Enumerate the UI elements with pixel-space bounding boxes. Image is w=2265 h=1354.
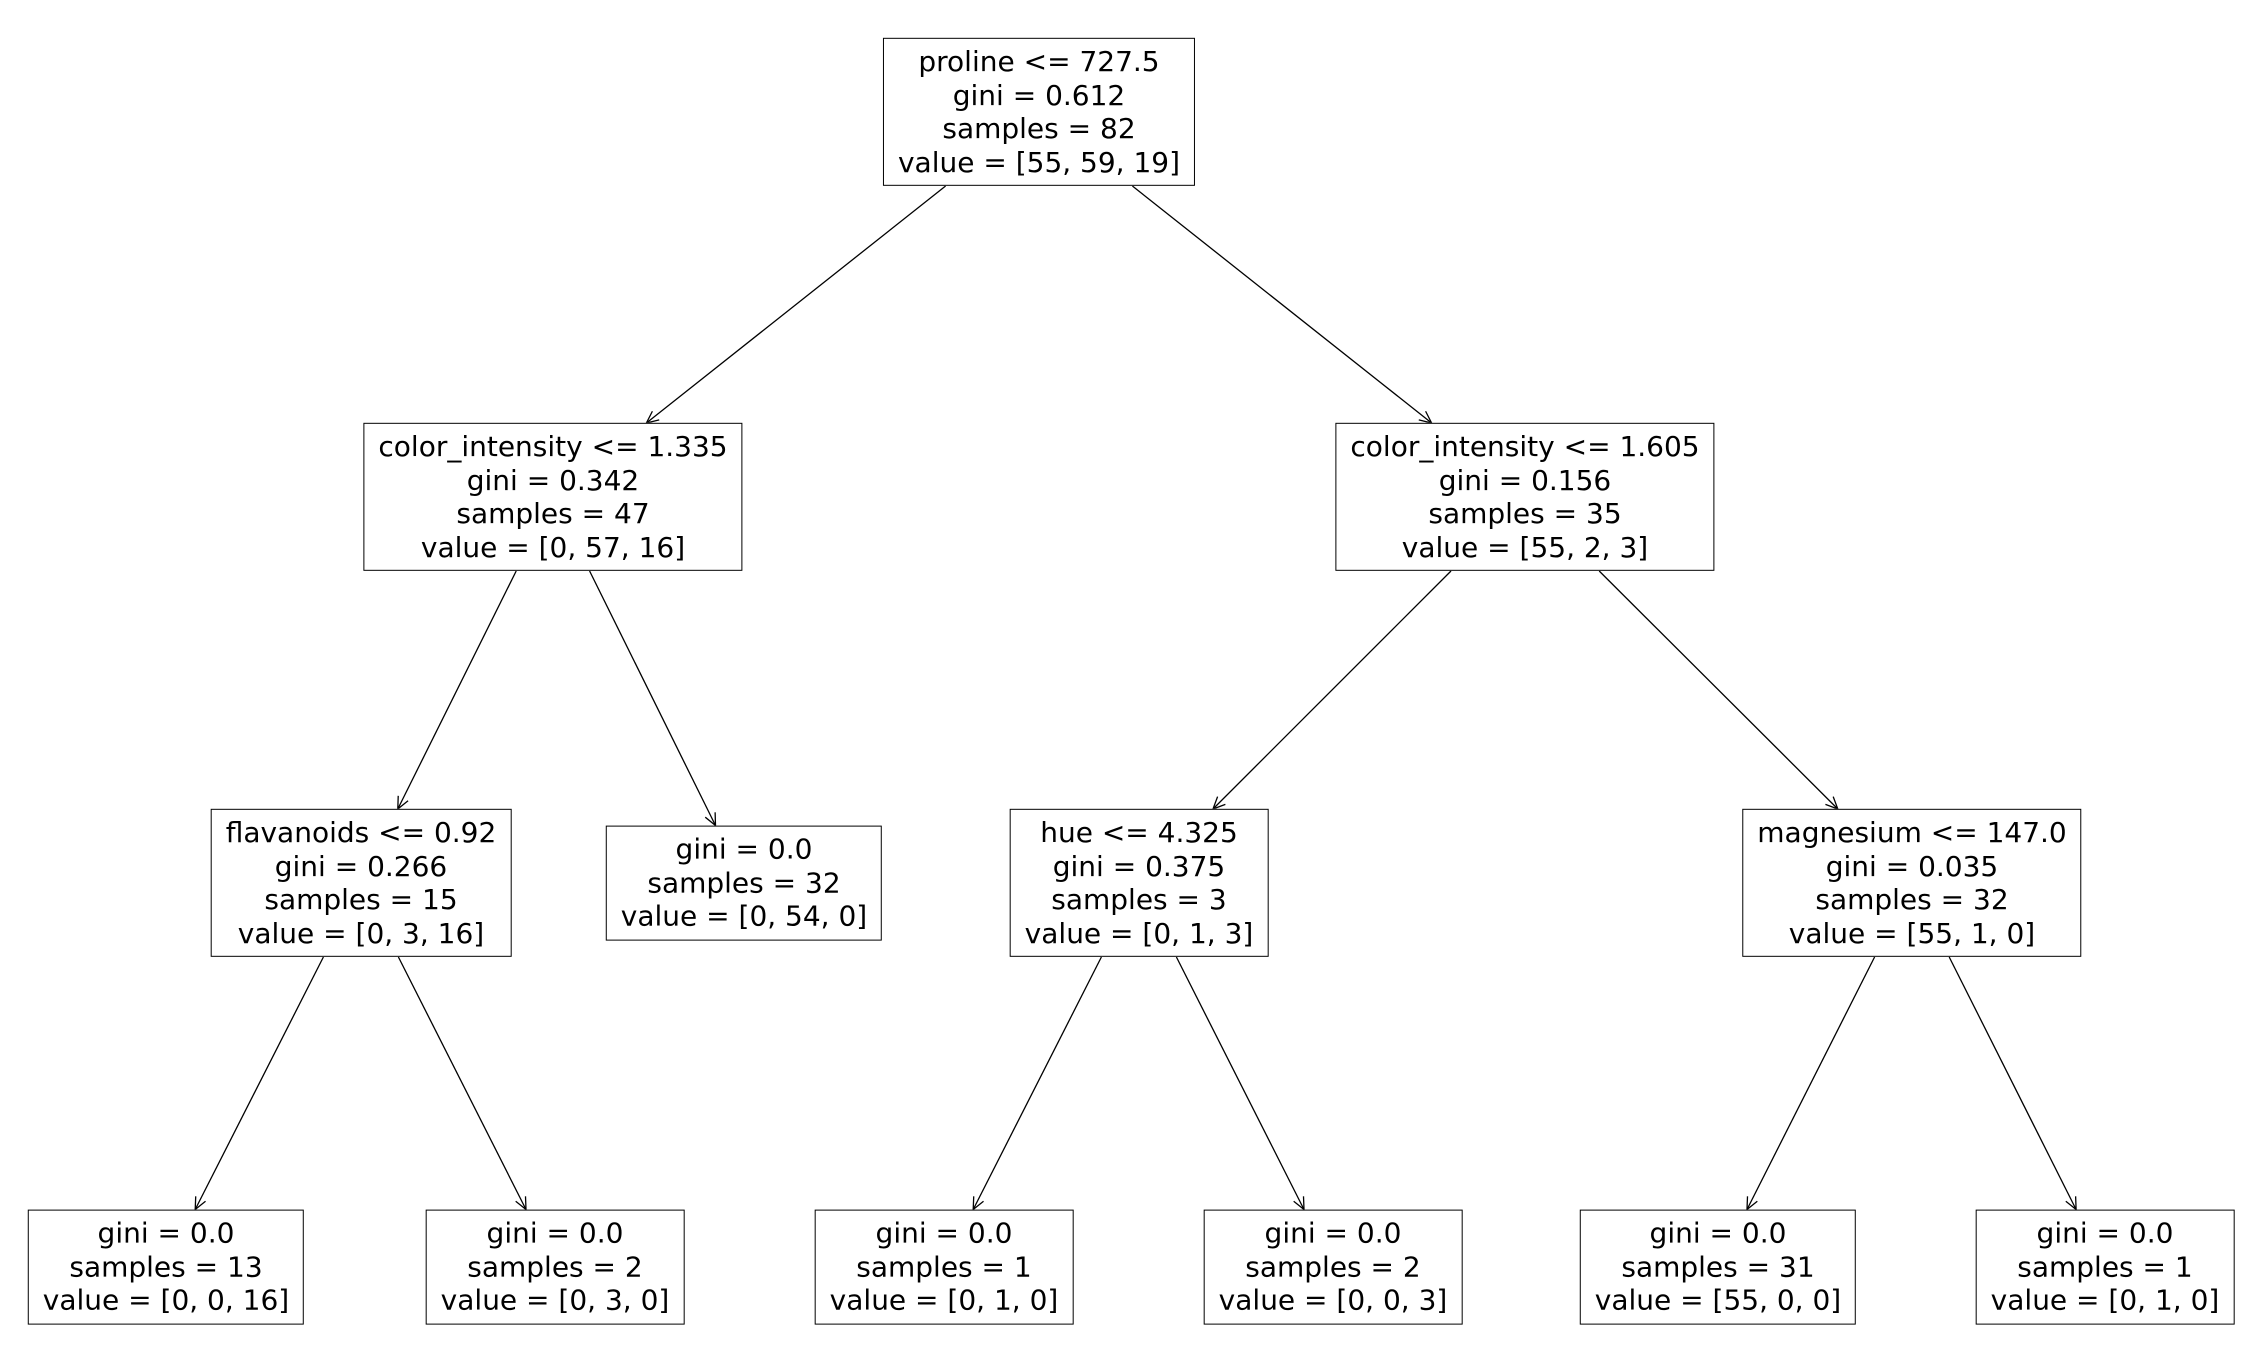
node-gini: gini = 0.035 (1825, 849, 1999, 883)
tree-node-right-right: magnesium <= 147.0 gini = 0.035 samples … (1742, 808, 2082, 958)
node-samples: samples = 32 (647, 866, 841, 900)
node-samples: samples = 2 (1245, 1250, 1421, 1284)
node-samples: samples = 32 (1815, 883, 2009, 916)
node-gini: gini = 0.0 (1649, 1216, 1787, 1250)
tree-edge (589, 570, 717, 827)
tree-edge (645, 185, 947, 424)
node-value: value = [55, 0, 0] (1594, 1283, 1842, 1317)
node-samples: samples = 13 (69, 1250, 263, 1284)
tree-node-root: proline <= 727.5 gini = 0.612 samples = … (882, 37, 1196, 187)
node-gini: gini = 0.0 (675, 832, 813, 866)
node-split-condition: color_intensity <= 1.605 (1350, 429, 1700, 463)
node-samples: samples = 15 (264, 883, 458, 916)
node-value: value = [55, 2, 3] (1401, 530, 1649, 564)
node-samples: samples = 35 (1428, 497, 1622, 530)
tree-edge (1211, 570, 1452, 811)
node-gini: gini = 0.0 (1264, 1216, 1402, 1250)
tree-edge (397, 570, 517, 811)
node-value: value = [55, 59, 19] (897, 145, 1181, 179)
node-gini: gini = 0.0 (875, 1216, 1013, 1250)
node-samples: samples = 31 (1621, 1250, 1815, 1284)
node-gini: gini = 0.0 (97, 1216, 235, 1250)
node-gini: gini = 0.0 (486, 1216, 624, 1250)
node-value: value = [0, 1, 0] (829, 1283, 1059, 1317)
tree-edge (1131, 185, 1433, 424)
tree-node-left: color_intensity <= 1.335 gini = 0.342 sa… (363, 422, 743, 572)
tree-edge (1746, 956, 1876, 1211)
node-value: value = [0, 1, 3] (1024, 916, 1254, 950)
tree-leaf-2: gini = 0.0 samples = 2 value = [0, 3, 0] (425, 1209, 685, 1325)
node-samples: samples = 1 (856, 1250, 1032, 1284)
node-value: value = [0, 1, 0] (1990, 1283, 2220, 1317)
node-samples: samples = 2 (467, 1250, 643, 1284)
tree-node-left-left: flavanoids <= 0.92 gini = 0.266 samples … (210, 808, 512, 958)
node-value: value = [0, 0, 3] (1218, 1283, 1448, 1317)
node-value: value = [0, 3, 0] (440, 1283, 670, 1317)
tree-leaf-5: gini = 0.0 samples = 31 value = [55, 0, … (1579, 1209, 1857, 1325)
node-samples: samples = 82 (942, 112, 1136, 145)
node-split-condition: hue <= 4.325 (1040, 815, 1238, 849)
node-value: value = [0, 54, 0] (620, 899, 868, 933)
node-value: value = [0, 3, 16] (237, 916, 485, 950)
node-value: value = [55, 1, 0] (1788, 916, 2036, 950)
tree-leaf-left-right: gini = 0.0 samples = 32 value = [0, 54, … (605, 825, 883, 941)
tree-edge (194, 956, 324, 1211)
tree-leaf-4: gini = 0.0 samples = 2 value = [0, 0, 3] (1203, 1209, 1463, 1325)
node-samples: samples = 1 (2017, 1250, 2193, 1284)
node-value: value = [0, 57, 16] (420, 530, 686, 564)
tree-node-right: color_intensity <= 1.605 gini = 0.156 sa… (1335, 422, 1715, 572)
tree-leaf-6: gini = 0.0 samples = 1 value = [0, 1, 0] (1975, 1209, 2235, 1325)
tree-edge (1598, 570, 1839, 811)
tree-node-right-left: hue <= 4.325 gini = 0.375 samples = 3 va… (1009, 808, 1269, 958)
node-gini: gini = 0.156 (1438, 463, 1612, 497)
node-split-condition: proline <= 727.5 (918, 44, 1160, 78)
tree-edge (1175, 956, 1305, 1211)
tree-leaf-1: gini = 0.0 samples = 13 value = [0, 0, 1… (27, 1209, 305, 1325)
node-value: value = [0, 0, 16] (42, 1283, 290, 1317)
node-gini: gini = 0.375 (1052, 849, 1226, 883)
tree-edge (972, 956, 1102, 1211)
node-samples: samples = 3 (1051, 883, 1227, 916)
node-split-condition: magnesium <= 147.0 (1757, 815, 2067, 849)
tree-leaf-3: gini = 0.0 samples = 1 value = [0, 1, 0] (814, 1209, 1074, 1325)
tree-edge (397, 956, 527, 1211)
node-gini: gini = 0.612 (952, 78, 1126, 112)
node-split-condition: flavanoids <= 0.92 (225, 815, 497, 849)
node-gini: gini = 0.0 (2036, 1216, 2174, 1250)
node-samples: samples = 47 (456, 497, 650, 530)
tree-edge (1948, 956, 2077, 1211)
node-gini: gini = 0.266 (274, 849, 448, 883)
node-gini: gini = 0.342 (466, 463, 640, 497)
node-split-condition: color_intensity <= 1.335 (378, 429, 728, 463)
